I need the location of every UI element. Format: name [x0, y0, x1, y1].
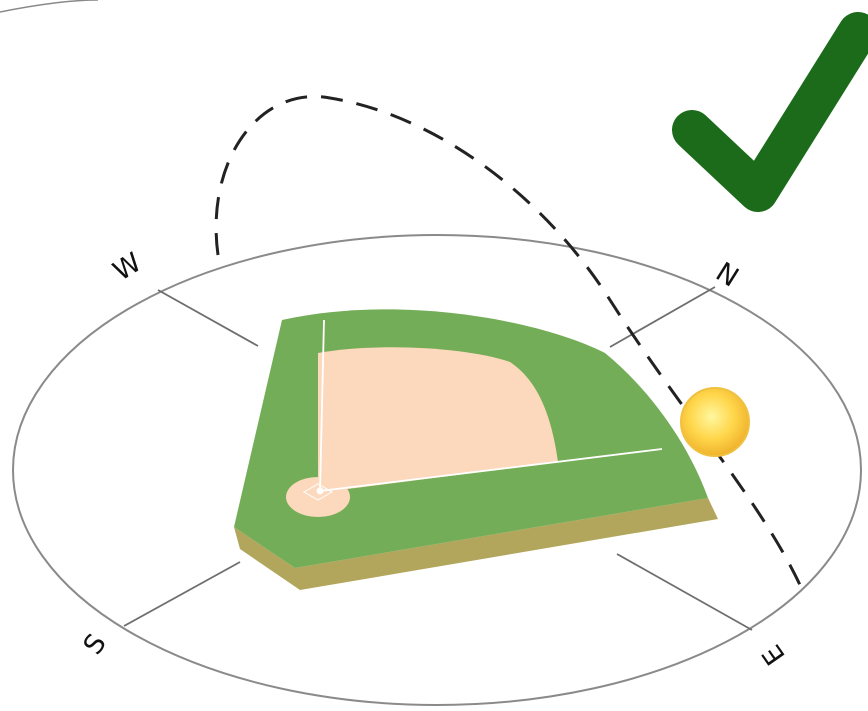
corner-arc: [0, 0, 98, 12]
sun-icon: [681, 388, 749, 456]
compass-spoke-west: [158, 290, 258, 346]
checkmark-icon: [692, 32, 858, 192]
compass-spoke-south: [124, 562, 240, 626]
compass-label-west: W: [108, 247, 147, 287]
compass-label-north: N: [712, 254, 746, 291]
compass-label-east: E: [757, 639, 792, 671]
home-plate-circle: [286, 477, 350, 517]
compass-spoke-north: [610, 287, 715, 347]
compass-label-south: S: [78, 629, 113, 661]
compass-spoke-east: [617, 554, 752, 630]
